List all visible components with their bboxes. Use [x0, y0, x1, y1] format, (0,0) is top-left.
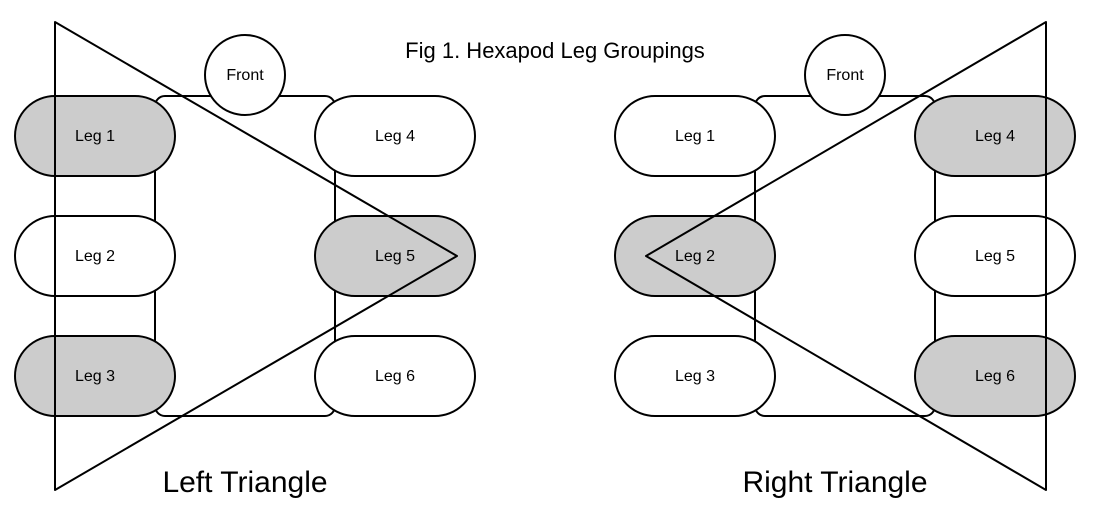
right-leg-1: Leg 1 — [614, 95, 776, 177]
right-leg-4-shape — [914, 95, 1076, 177]
left-leg-1-label: Leg 1 — [75, 128, 115, 145]
left-leg-1: Leg 1 — [14, 95, 176, 177]
right-leg-5-label: Leg 5 — [975, 248, 1015, 265]
left-triangle-outline — [54, 21, 458, 491]
right-triangle-outline — [645, 21, 1047, 491]
left-leg-4-label: Leg 4 — [375, 128, 415, 145]
left-leg-6-shape — [314, 335, 476, 417]
right-leg-4-label: Leg 4 — [975, 128, 1015, 145]
left-body-frame — [154, 95, 336, 417]
right-leg-6: Leg 6 — [914, 335, 1076, 417]
figure-title: Fig 1. Hexapod Leg Groupings — [405, 38, 705, 63]
right-leg-2-label: Leg 2 — [675, 248, 715, 265]
left-leg-5: Leg 5 — [314, 215, 476, 297]
left-leg-5-shape — [314, 215, 476, 297]
right-leg-6-shape — [914, 335, 1076, 417]
right-leg-2: Leg 2 — [614, 215, 776, 297]
left-leg-3-label: Leg 3 — [75, 368, 115, 385]
right-leg-6-label: Leg 6 — [975, 368, 1015, 385]
left-leg-4: Leg 4 — [314, 95, 476, 177]
left-leg-5-label: Leg 5 — [375, 248, 415, 265]
right-leg-2-shape — [614, 215, 776, 297]
right-front-marker — [804, 34, 886, 116]
right-leg-4: Leg 4 — [914, 95, 1076, 177]
right-leg-3: Leg 3 — [614, 335, 776, 417]
left-leg-4-shape — [314, 95, 476, 177]
right-leg-3-shape — [614, 335, 776, 417]
left-group-label: Left Triangle — [162, 466, 327, 499]
left-leg-6: Leg 6 — [314, 335, 476, 417]
right-leg-5: Leg 5 — [914, 215, 1076, 297]
right-leg-1-shape — [614, 95, 776, 177]
left-leg-6-label: Leg 6 — [375, 368, 415, 385]
right-hexapod: Front Leg 1 Leg 2 Leg 3 Leg 4 Leg 5 Leg … — [614, 21, 1076, 499]
right-leg-5-shape — [914, 215, 1076, 297]
right-group-label: Right Triangle — [742, 466, 927, 499]
right-body-frame — [754, 95, 936, 417]
left-front-marker — [204, 34, 286, 116]
left-leg-3: Leg 3 — [14, 335, 176, 417]
left-leg-2-label: Leg 2 — [75, 248, 115, 265]
left-front-label: Front — [226, 67, 264, 84]
right-leg-3-label: Leg 3 — [675, 368, 715, 385]
left-leg-2: Leg 2 — [14, 215, 176, 297]
left-hexapod: Front Leg 1 Leg 2 Leg 3 Leg 4 Leg 5 Leg … — [14, 21, 476, 499]
right-front-label: Front — [826, 67, 864, 84]
right-leg-1-label: Leg 1 — [675, 128, 715, 145]
